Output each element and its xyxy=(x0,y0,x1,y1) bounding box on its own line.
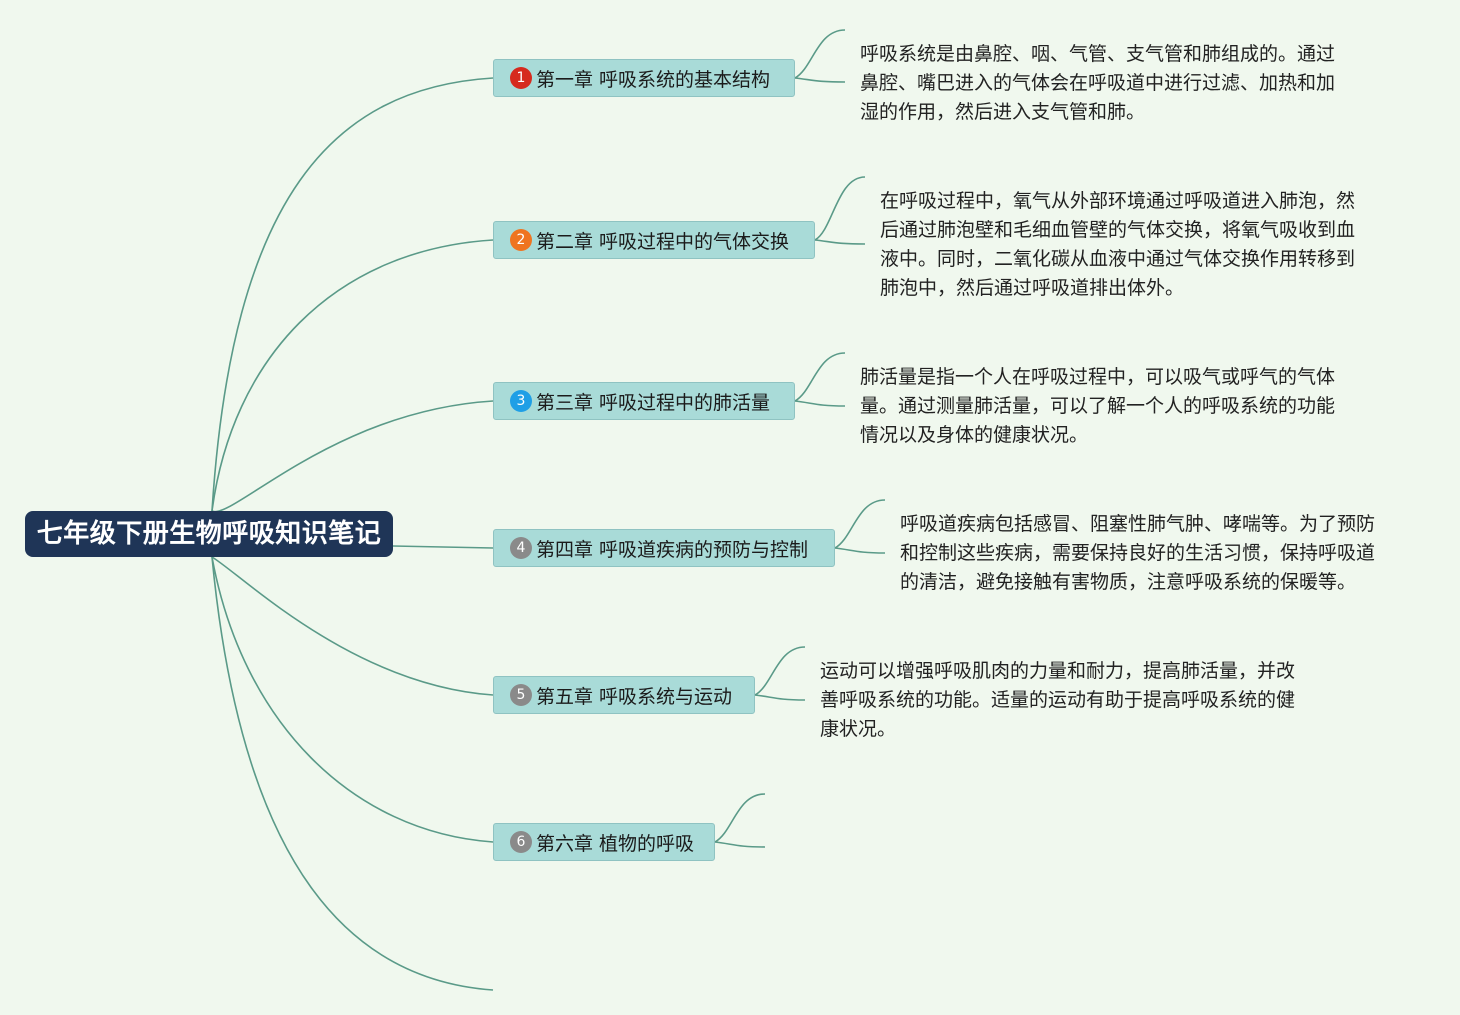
note-line: 肺活量是指一个人在呼吸过程中，可以吸气或呼气的气体 xyxy=(860,366,1336,388)
branch-connector xyxy=(211,556,494,843)
chapter-note-1: 呼吸系统是由鼻腔、咽、气管、支气管和肺组成的。通过 鼻腔、嘴巴进入的气体会在呼吸… xyxy=(860,40,1335,127)
note-line: 呼吸道疾病包括感冒、阻塞性肺气肿、哮喘等。为了预防 xyxy=(900,513,1376,535)
branch-connector xyxy=(211,239,494,512)
branch-connector xyxy=(211,400,494,513)
note-line: 呼吸系统是由鼻腔、咽、气管、支气管和肺组成的。通过 xyxy=(860,43,1336,65)
chapter-topic-2[interactable]: 2 第二章 呼吸过程中的气体交换 xyxy=(493,221,815,259)
chapter-note-2: 在呼吸过程中，氧气从外部环境通过呼吸道进入肺泡，然 后通过肺泡壁和毛细血管壁的气… xyxy=(880,187,1355,303)
root-topic[interactable]: 七年级下册生物呼吸知识笔记 xyxy=(25,511,393,557)
priority-4-icon: 4 xyxy=(510,537,532,559)
note-bracket xyxy=(754,646,806,696)
note-line: 量。通过测量肺活量，可以了解一个人的呼吸系统的功能 xyxy=(860,395,1336,417)
note-bracket xyxy=(794,29,846,79)
chapter-note-5: 运动可以增强呼吸肌肉的力量和耐力，提高肺活量，并改 善呼吸系统的功能。适量的运动… xyxy=(820,657,1295,744)
priority-5-icon: 5 xyxy=(510,684,532,706)
note-bracket xyxy=(754,694,806,701)
note-bracket xyxy=(714,793,766,843)
branch-connector xyxy=(211,77,494,512)
chapter-topic-6[interactable]: 6 第六章 植物的呼吸 xyxy=(493,823,715,861)
note-line: 湿的作用，然后进入支气管和肺。 xyxy=(860,101,1146,123)
note-bracket xyxy=(834,499,886,549)
note-line: 后通过肺泡壁和毛细血管壁的气体交换，将氧气吸收到血 xyxy=(880,219,1356,241)
chapter-title: 第一章 呼吸系统的基本结构 xyxy=(536,68,771,91)
chapter-topic-4[interactable]: 4 第四章 呼吸道疾病的预防与控制 xyxy=(493,529,835,567)
branch-connector xyxy=(392,545,494,549)
chapter-title: 第二章 呼吸过程中的气体交换 xyxy=(536,230,790,253)
note-bracket xyxy=(794,352,846,402)
priority-6-icon: 6 xyxy=(510,831,532,853)
chapter-title: 第三章 呼吸过程中的肺活量 xyxy=(536,391,771,414)
chapter-topic-1[interactable]: 1 第一章 呼吸系统的基本结构 xyxy=(493,59,795,97)
note-bracket xyxy=(794,77,846,83)
chapter-topic-3[interactable]: 3 第三章 呼吸过程中的肺活量 xyxy=(493,382,795,420)
note-bracket xyxy=(714,841,766,848)
note-bracket xyxy=(834,547,886,554)
note-bracket xyxy=(814,239,866,245)
chapter-title: 第四章 呼吸道疾病的预防与控制 xyxy=(536,538,809,561)
note-line: 善呼吸系统的功能。适量的运动有助于提高呼吸系统的健 xyxy=(820,689,1296,711)
priority-3-icon: 3 xyxy=(510,390,532,412)
branch-connector xyxy=(211,556,494,696)
note-line: 液中。同时，二氧化碳从血液中通过气体交换作用转移到 xyxy=(880,248,1356,270)
priority-1-icon: 1 xyxy=(510,67,532,89)
note-line: 在呼吸过程中，氧气从外部环境通过呼吸道进入肺泡，然 xyxy=(880,190,1356,212)
note-line: 的清洁，避免接触有害物质，注意呼吸系统的保暖等。 xyxy=(900,571,1357,593)
branch-connector xyxy=(211,556,494,991)
chapter-title: 第六章 植物的呼吸 xyxy=(536,832,695,855)
note-line: 和控制这些疾病，需要保持良好的生活习惯，保持呼吸道 xyxy=(900,542,1376,564)
note-line: 情况以及身体的健康状况。 xyxy=(860,424,1089,446)
note-line: 鼻腔、嘴巴进入的气体会在呼吸道中进行过滤、加热和加 xyxy=(860,72,1336,94)
note-line: 肺泡中，然后通过呼吸道排出体外。 xyxy=(880,277,1185,299)
note-bracket xyxy=(814,176,866,241)
note-bracket xyxy=(794,400,846,407)
chapter-note-4: 呼吸道疾病包括感冒、阻塞性肺气肿、哮喘等。为了预防 和控制这些疾病，需要保持良好… xyxy=(900,510,1375,597)
chapter-title: 第五章 呼吸系统与运动 xyxy=(536,685,733,708)
priority-2-icon: 2 xyxy=(510,229,532,251)
note-line: 康状况。 xyxy=(820,718,897,740)
chapter-topic-5[interactable]: 5 第五章 呼吸系统与运动 xyxy=(493,676,755,714)
chapter-note-3: 肺活量是指一个人在呼吸过程中，可以吸气或呼气的气体 量。通过测量肺活量，可以了解… xyxy=(860,363,1335,450)
note-line: 运动可以增强呼吸肌肉的力量和耐力，提高肺活量，并改 xyxy=(820,660,1296,682)
